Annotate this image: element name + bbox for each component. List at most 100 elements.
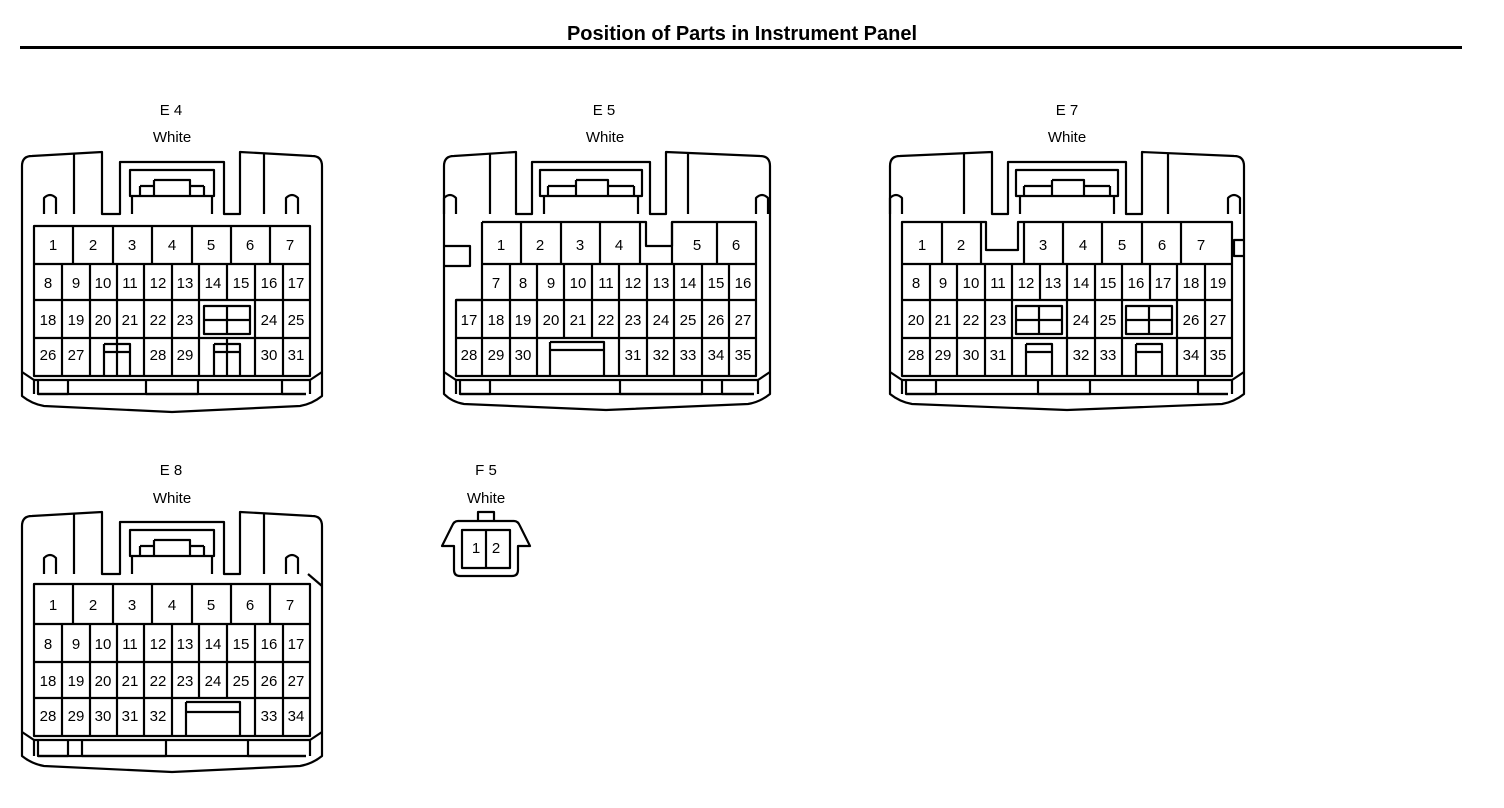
cavity-e4-13: 13 (177, 275, 194, 292)
cavity-e4-27: 27 (68, 347, 85, 364)
cavity-e8-13: 13 (177, 636, 194, 653)
cavity-e8-4: 4 (168, 597, 176, 614)
cavity-e5-3: 3 (576, 237, 584, 254)
cavity-e4-9: 9 (72, 275, 80, 292)
cavity-e4-4: 4 (168, 237, 176, 254)
cavity-e7-24: 24 (1073, 312, 1090, 329)
cavity-e4-17: 17 (288, 275, 305, 292)
cavity-e5-25: 25 (680, 312, 697, 329)
cavity-f5-2: 2 (492, 540, 500, 557)
cavity-e5-19: 19 (515, 312, 532, 329)
cavity-labels-e8: 1 2 3 4 5 6 7 8 9 10 11 12 13 14 15 16 1… (40, 597, 305, 725)
connector-f5: F 5 White 1 2 (440, 462, 532, 578)
cavity-e4-15: 15 (233, 275, 250, 292)
cavity-e7-16: 16 (1128, 275, 1145, 292)
cavity-e5-24: 24 (653, 312, 670, 329)
cavity-e8-17: 17 (288, 636, 305, 653)
cavity-e7-4: 4 (1079, 237, 1087, 254)
cavity-e4-7: 7 (286, 237, 294, 254)
cavity-e8-25: 25 (233, 673, 250, 690)
cavity-e7-25: 25 (1100, 312, 1117, 329)
cavity-e8-31: 31 (122, 708, 139, 725)
cavity-e7-31: 31 (990, 347, 1007, 364)
cavity-e8-28: 28 (40, 708, 57, 725)
cavity-e4-8: 8 (44, 275, 52, 292)
cavity-grid-e7 (900, 220, 1234, 378)
cavity-e5-27: 27 (735, 312, 752, 329)
cavity-labels-e4: 1 2 3 4 5 6 7 8 9 10 11 12 13 14 15 16 1… (40, 237, 305, 364)
cavity-e8-8: 8 (44, 636, 52, 653)
cavity-e4-2: 2 (89, 237, 97, 254)
cavity-e5-8: 8 (519, 275, 527, 292)
cavity-e5-22: 22 (598, 312, 615, 329)
cavity-e8-2: 2 (89, 597, 97, 614)
cavity-labels-e5: 1 2 3 4 5 6 7 8 9 10 11 12 13 14 15 16 1… (461, 237, 752, 364)
cavity-e4-25: 25 (288, 312, 305, 329)
cavity-e7-30: 30 (963, 347, 980, 364)
cavity-e7-9: 9 (939, 275, 947, 292)
cavity-e8-27: 27 (288, 673, 305, 690)
cavity-e7-17: 17 (1155, 275, 1172, 292)
cavity-e5-10: 10 (570, 275, 587, 292)
cavity-e5-13: 13 (653, 275, 670, 292)
cavity-e5-29: 29 (488, 347, 505, 364)
cavity-e5-33: 33 (680, 347, 697, 364)
cavity-e8-16: 16 (261, 636, 278, 653)
cavity-e4-12: 12 (150, 275, 167, 292)
cavity-e7-1: 1 (918, 237, 926, 254)
cavity-e5-16: 16 (735, 275, 752, 292)
connector-color-e5: White (586, 129, 624, 146)
cavity-e5-28: 28 (461, 347, 478, 364)
cavity-e5-6: 6 (732, 237, 740, 254)
cavity-e7-27: 27 (1210, 312, 1227, 329)
cavity-e5-32: 32 (653, 347, 670, 364)
cavity-e7-26: 26 (1183, 312, 1200, 329)
cavity-e5-5: 5 (693, 237, 701, 254)
cavity-e4-31: 31 (288, 347, 305, 364)
cavity-e4-19: 19 (68, 312, 85, 329)
cavity-e7-29: 29 (935, 347, 952, 364)
cavity-e5-12: 12 (625, 275, 642, 292)
cavity-e5-15: 15 (708, 275, 725, 292)
cavity-e5-2: 2 (536, 237, 544, 254)
cavity-e5-17: 17 (461, 312, 478, 329)
cavity-e7-3: 3 (1039, 237, 1047, 254)
cavity-e7-10: 10 (963, 275, 980, 292)
cavity-labels-e7: 1 2 3 4 5 6 7 8 9 10 11 12 13 14 15 16 1… (908, 237, 1227, 364)
cavity-e4-23: 23 (177, 312, 194, 329)
cavity-e8-11: 11 (122, 636, 138, 653)
cavity-e4-14: 14 (205, 275, 222, 292)
cavity-e5-1: 1 (497, 237, 505, 254)
cavity-e7-7: 7 (1197, 237, 1205, 254)
cavity-e8-7: 7 (286, 597, 294, 614)
cavity-e4-6: 6 (246, 237, 254, 254)
cavity-e8-10: 10 (95, 636, 112, 653)
cavity-e8-3: 3 (128, 597, 136, 614)
connector-e7: E 7 White 1 2 3 4 (888, 102, 1246, 412)
cavity-e4-10: 10 (95, 275, 112, 292)
cavity-e7-19: 19 (1210, 275, 1227, 292)
cavity-e5-30: 30 (515, 347, 532, 364)
cavity-grid-e4 (32, 224, 312, 378)
connector-color-e7: White (1048, 129, 1086, 146)
cavity-e4-16: 16 (261, 275, 278, 292)
cavity-e8-5: 5 (207, 597, 215, 614)
cavity-e5-4: 4 (615, 237, 623, 254)
title-rule (20, 46, 1462, 49)
connector-e4: E 4 White 1 2 3 4 5 (20, 102, 324, 414)
cavity-e7-22: 22 (963, 312, 980, 329)
cavity-e5-21: 21 (570, 312, 587, 329)
cavity-e7-8: 8 (912, 275, 920, 292)
cavity-e7-18: 18 (1183, 275, 1200, 292)
connector-color-f5: White (467, 490, 505, 507)
cavity-grid-e8 (32, 582, 312, 738)
cavity-f5-1: 1 (472, 540, 480, 557)
cavity-e7-23: 23 (990, 312, 1007, 329)
cavity-e5-11: 11 (598, 275, 614, 292)
cavity-e4-20: 20 (95, 312, 112, 329)
page-title: Position of Parts in Instrument Panel (566, 23, 918, 45)
cavity-e7-11: 11 (990, 275, 1006, 292)
cavity-e5-20: 20 (543, 312, 560, 329)
cavity-e8-26: 26 (261, 673, 278, 690)
cavity-e8-29: 29 (68, 708, 85, 725)
